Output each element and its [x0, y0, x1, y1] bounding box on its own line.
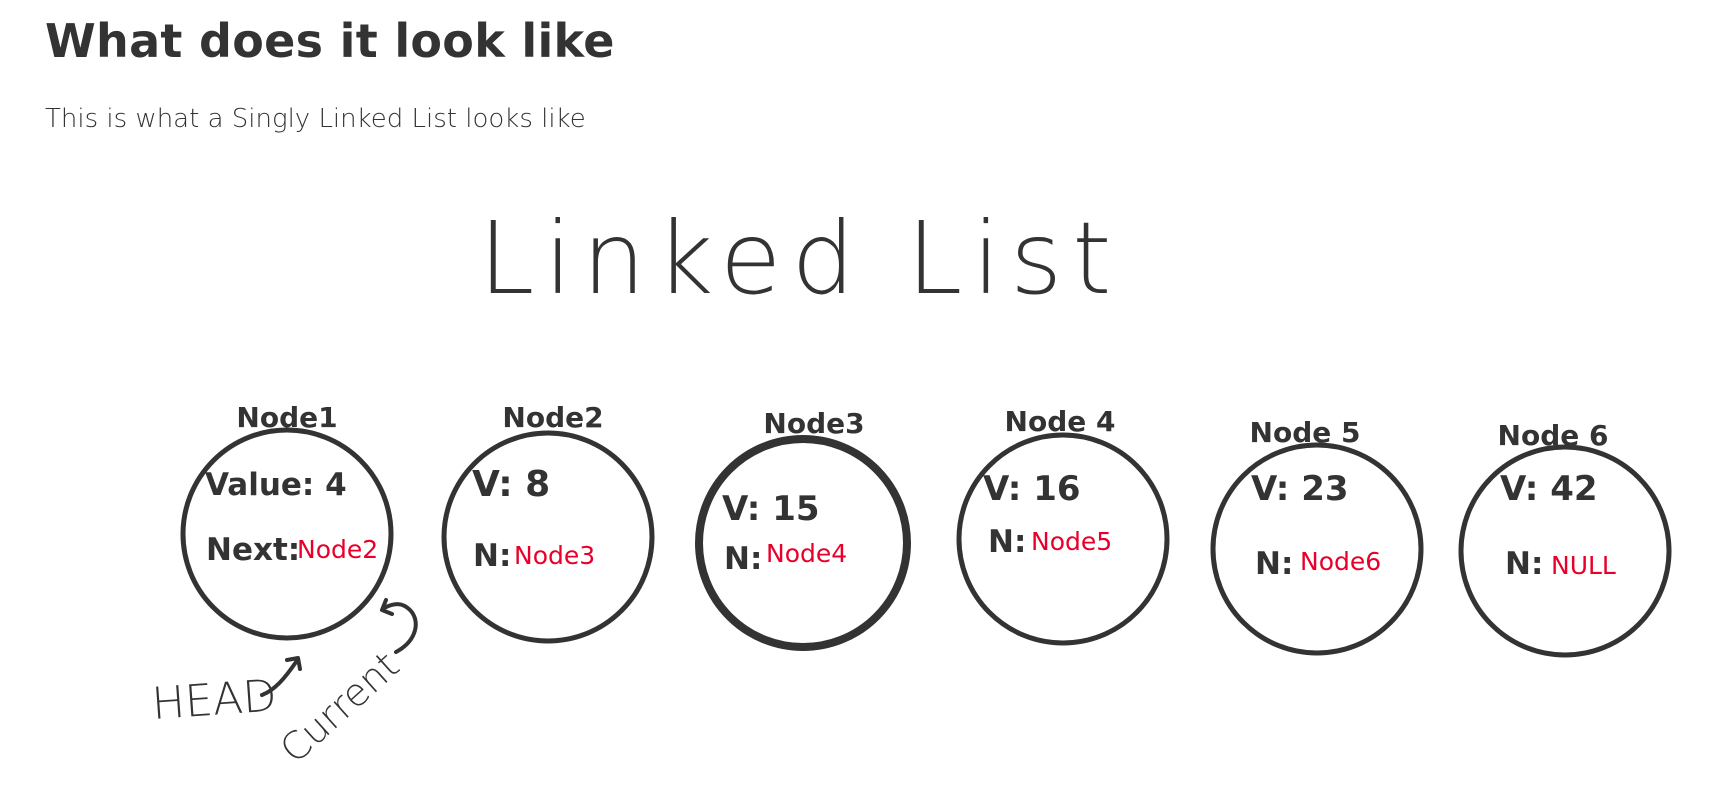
- head-annotation: HEAD: [150, 656, 302, 730]
- node-2-next-prefix: N:: [473, 538, 511, 574]
- node-6-circle: [1458, 444, 1672, 658]
- current-label: Current: [272, 643, 408, 772]
- node-4-next-prefix: N:: [988, 524, 1026, 560]
- node-5-next-ref: Node6: [1300, 547, 1381, 576]
- node-2-circle: [441, 430, 655, 644]
- node-6-value: V: 42: [1500, 469, 1598, 509]
- head-arrow-icon: [260, 656, 302, 697]
- node-2-label: Node2: [502, 401, 603, 434]
- node-1-value: Value: 4: [205, 467, 347, 503]
- node-3-next-ref: Node4: [766, 539, 847, 568]
- node-2: Node2 V: 8 N: Node3: [441, 401, 655, 644]
- node-1-circle: [180, 427, 394, 641]
- node-1-next-ref: Node2: [297, 535, 378, 564]
- node-4-value: V: 16: [983, 469, 1081, 509]
- node-4-label: Node 4: [1005, 405, 1116, 438]
- node-6-next-ref: NULL: [1551, 551, 1616, 580]
- node-5-value: V: 23: [1251, 469, 1349, 509]
- current-annotation: Current: [272, 598, 418, 772]
- node-2-next-ref: Node3: [514, 541, 595, 570]
- current-arrow-icon: [380, 598, 418, 654]
- node-5-next-prefix: N:: [1255, 546, 1293, 582]
- node-6: Node 6 V: 42 N: NULL: [1458, 419, 1672, 658]
- node-3-circle: [695, 435, 911, 651]
- page-intro: This is what a Singly Linked List looks …: [45, 104, 586, 134]
- diagram-title: Linked List: [479, 200, 1122, 317]
- node-4-next-ref: Node5: [1031, 527, 1112, 556]
- node-3: Node3 V: 15 N: Node4: [695, 407, 911, 651]
- node-3-value: V: 15: [722, 489, 820, 529]
- page-heading: What does it look like: [45, 14, 615, 68]
- node-3-label: Node3: [763, 407, 864, 440]
- node-4-circle: [956, 432, 1170, 646]
- node-6-next-prefix: N:: [1505, 546, 1543, 582]
- node-1: Node1 Value: 4 Next: Node2: [180, 401, 394, 641]
- node-2-value: V: 8: [472, 464, 550, 505]
- node-3-next-prefix: N:: [724, 541, 762, 577]
- node-5: Node 5 V: 23 N: Node6: [1210, 416, 1424, 656]
- node-5-circle: [1210, 442, 1424, 656]
- head-label: HEAD: [150, 670, 278, 730]
- node-1-next-prefix: Next:: [206, 532, 300, 568]
- node-4: Node 4 V: 16 N: Node5: [956, 405, 1170, 646]
